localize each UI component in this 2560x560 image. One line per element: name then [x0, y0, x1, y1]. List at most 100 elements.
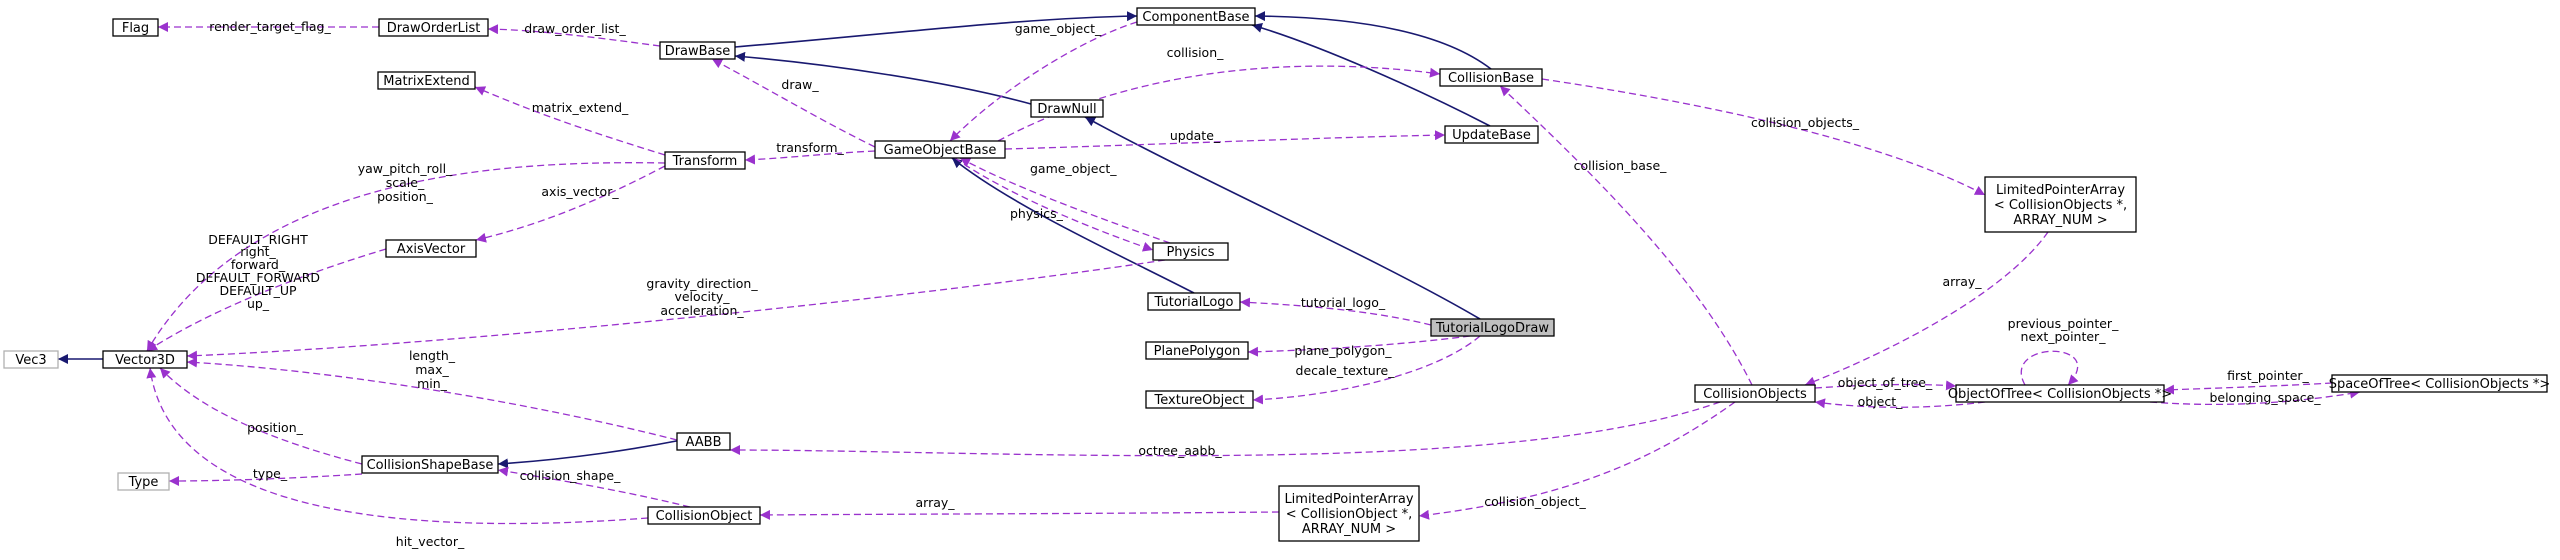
class-node-label: TextureObject [1154, 393, 1245, 408]
class-node-SpaceOfTree[interactable]: SpaceOfTree< CollisionObjects *> [2329, 374, 2551, 393]
class-node-label: CollisionObjects [1703, 387, 1807, 402]
class-node-box[interactable] [647, 506, 761, 525]
usage-edge-TutorialLogoDraw-to-PlanePolygon [1247, 335, 1471, 357]
class-node-box[interactable] [1145, 341, 1249, 360]
edge-label: game_object_ [1015, 21, 1102, 36]
edge-label: object_ [1858, 394, 1904, 409]
edge-label: gravity_direction_ [646, 276, 758, 291]
class-node-Type[interactable]: Type [117, 472, 170, 491]
class-node-Vector3D[interactable]: Vector3D [102, 350, 188, 369]
edge-label: forward_ [231, 257, 286, 272]
class-node-box[interactable] [676, 432, 731, 451]
class-node-CollisionShapeBase[interactable]: CollisionShapeBase [361, 455, 499, 474]
class-node-box[interactable] [385, 239, 477, 258]
class-node-box[interactable] [377, 71, 476, 90]
usage-edge-ComponentBase-to-GameObjectBase [949, 21, 1138, 142]
edge-label: belonging_space_ [2209, 390, 2321, 405]
class-node-box[interactable] [1145, 390, 1254, 409]
class-node-box[interactable] [874, 140, 1006, 159]
class-node-label: LimitedPointerArray [1996, 183, 2125, 198]
class-node-box[interactable] [1030, 99, 1104, 118]
class-node-label: Vec3 [15, 353, 46, 368]
class-node-Transform[interactable]: Transform [664, 151, 746, 170]
edge-label: tutorial_logo_ [1301, 295, 1386, 310]
class-node-Flag[interactable]: Flag [112, 18, 159, 37]
class-node-box[interactable] [1439, 68, 1543, 87]
inheritance-edge-TutorialLogoDraw-to-DrawNull [1084, 116, 1481, 320]
class-node-DrawOrderList[interactable]: DrawOrderList [378, 18, 489, 37]
class-node-box[interactable] [3, 350, 59, 369]
class-node-TextureObject[interactable]: TextureObject [1145, 390, 1254, 409]
edge-label: DEFAULT_FORWARD [196, 270, 320, 285]
edge-label: up_ [247, 296, 270, 311]
class-node-box[interactable] [1430, 318, 1555, 337]
class-node-TutorialLogoDraw[interactable]: TutorialLogoDraw [1430, 318, 1555, 337]
class-node-label: Physics [1166, 245, 1214, 260]
class-node-box[interactable] [361, 455, 499, 474]
usage-edge-CollisionShapeBase-to-Type [168, 473, 363, 486]
edge-label: array_ [1942, 274, 1982, 289]
class-node-box[interactable] [1955, 384, 2165, 403]
class-node-CollisionObjects[interactable]: CollisionObjects [1694, 384, 1816, 403]
class-node-label: DrawOrderList [387, 21, 481, 36]
class-node-box[interactable] [2331, 374, 2548, 393]
class-node-PlanePolygon[interactable]: PlanePolygon [1145, 341, 1249, 360]
class-node-label: GameObjectBase [884, 143, 997, 158]
class-node-DrawNull[interactable]: DrawNull [1030, 99, 1104, 118]
class-node-box[interactable] [112, 18, 159, 37]
usage-edge-CollisionObjects-to-ObjectOfTree [1814, 380, 1957, 391]
class-node-box[interactable] [659, 41, 736, 60]
class-node-box[interactable] [1136, 7, 1256, 26]
class-node-ObjectOfTree[interactable]: ObjectOfTree< CollisionObjects *> [1948, 384, 2172, 403]
class-node-box[interactable] [1152, 242, 1229, 261]
class-node-MatrixExtend[interactable]: MatrixExtend [377, 71, 476, 90]
class-node-TutorialLogo[interactable]: TutorialLogo [1147, 292, 1241, 311]
edge-label: first_pointer_ [2227, 368, 2309, 383]
class-node-label: < CollisionObject *, [1286, 507, 1413, 522]
edge-label: right_ [240, 244, 276, 259]
class-node-label: Type [128, 475, 159, 490]
class-node-box[interactable] [117, 472, 170, 491]
usage-edge-CollisionObject-to-CollisionShapeBase [497, 466, 691, 508]
class-node-CollisionObject[interactable]: CollisionObject [647, 506, 761, 525]
class-node-box[interactable] [1147, 292, 1241, 311]
usage-edge-CollisionObject-to-Vector3D [146, 367, 649, 525]
class-node-box[interactable] [664, 151, 746, 170]
class-node-box[interactable] [378, 18, 489, 37]
class-node-AABB[interactable]: AABB [676, 432, 731, 451]
class-node-UpdateBase[interactable]: UpdateBase [1444, 125, 1539, 144]
class-node-AxisVector[interactable]: AxisVector [385, 239, 477, 258]
usage-edge-Transform-to-AxisVector [475, 165, 666, 243]
edge-label: transform_ [776, 140, 844, 155]
usage-edge-DrawBase-to-DrawOrderList [487, 24, 661, 47]
class-node-CollisionBase[interactable]: CollisionBase [1439, 68, 1543, 87]
class-node-LPA_CollisionObjects[interactable]: LimitedPointerArray< CollisionObjects *,… [1984, 176, 2137, 233]
class-node-LPA_CollisionObject[interactable]: LimitedPointerArray< CollisionObject *,A… [1278, 485, 1420, 542]
class-node-label: CollisionBase [1448, 71, 1534, 86]
edge-label: plane_polygon_ [1294, 343, 1392, 358]
class-node-label: DrawNull [1037, 102, 1096, 117]
class-node-box[interactable] [1278, 485, 1420, 542]
edge-label: draw_ [781, 77, 819, 92]
class-node-box[interactable] [1444, 125, 1539, 144]
class-node-ComponentBase[interactable]: ComponentBase [1136, 7, 1256, 26]
edge-label: collision_objects_ [1751, 115, 1860, 130]
class-node-Vec3[interactable]: Vec3 [3, 350, 59, 369]
edge-label: matrix_extend_ [532, 100, 629, 115]
usage-edge-ObjectOfTree-to-SpaceOfTree [2149, 388, 2361, 406]
class-node-DrawBase[interactable]: DrawBase [659, 41, 736, 60]
class-node-box[interactable] [1694, 384, 1816, 403]
edge-label: DEFAULT_UP [219, 283, 297, 298]
usage-edge-GameObjectBase-to-Physics [954, 157, 1154, 252]
edge-label: draw_order_list_ [524, 21, 626, 36]
class-node-box[interactable] [1984, 176, 2137, 233]
edge-label: collision_ [1167, 45, 1224, 60]
class-node-Physics[interactable]: Physics [1152, 242, 1229, 261]
class-node-box[interactable] [102, 350, 188, 369]
class-node-label: CollisionObject [656, 509, 753, 524]
usage-edge-ObjectOfTree-to-ObjectOfTree [2020, 350, 2079, 386]
edges-layer [58, 11, 2361, 525]
class-node-GameObjectBase[interactable]: GameObjectBase [874, 140, 1006, 159]
